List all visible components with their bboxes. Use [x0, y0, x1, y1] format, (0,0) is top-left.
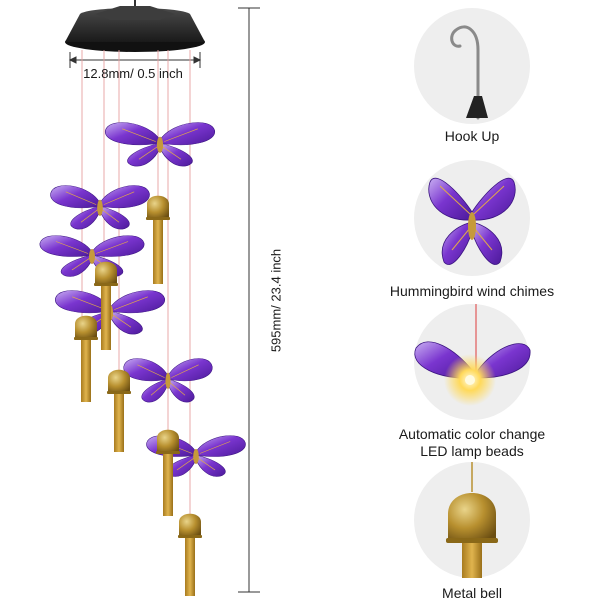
bell-6 [178, 513, 202, 596]
bell-5 [156, 429, 180, 516]
hook-label: Hook Up [444, 128, 500, 144]
solar-panel-top [65, 0, 205, 52]
butterfly-2 [50, 184, 150, 230]
width-dimension-label: 12.8mm/ 0.5 inch [83, 66, 183, 81]
butterfly-1 [104, 121, 216, 167]
bell-4 [107, 369, 131, 452]
height-dimension-line [238, 7, 260, 593]
metal-bell-feature-circle [414, 462, 530, 578]
led-label-line2: LED lamp beads [420, 443, 524, 459]
bell-label: Metal bell [442, 585, 502, 601]
hook-feature-circle [414, 8, 530, 124]
butterfly-feature-circle [414, 160, 530, 276]
butterfly-icon [428, 177, 516, 265]
butterfly-3 [39, 235, 145, 278]
bell-icon [448, 493, 496, 540]
height-dimension-label: 595mm/ 23.4 inch [268, 248, 284, 353]
bell-1 [146, 195, 170, 284]
bell-2 [94, 261, 118, 350]
led-label-line1: Automatic color change [398, 426, 546, 442]
hook-icon [450, 25, 480, 120]
width-dimension-arrows [68, 52, 202, 68]
butterfly-label: Hummingbird wind chimes [389, 283, 555, 299]
led-feature-circle [414, 304, 531, 420]
bell-3 [74, 315, 98, 402]
